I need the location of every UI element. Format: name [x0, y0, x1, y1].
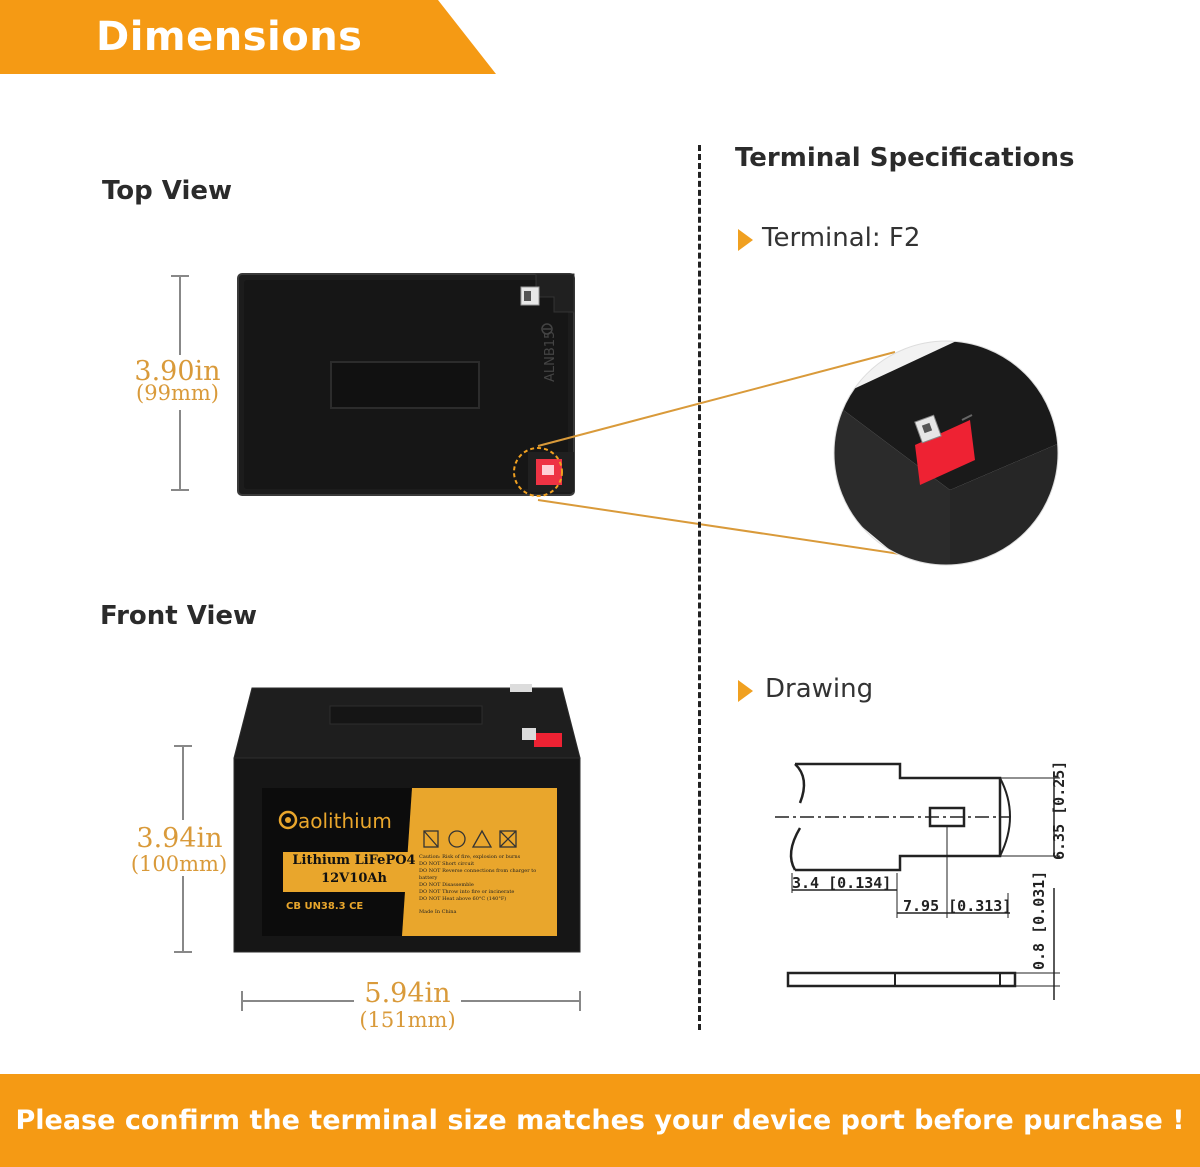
dim-offset: 3.4 [0.134] — [792, 874, 892, 892]
top-view-title: Top View — [102, 176, 233, 206]
terminal-specs-title: Terminal Specifications — [735, 143, 1075, 173]
drawing-bullet-icon — [738, 680, 753, 702]
top-height-mm: (99mm) — [136, 381, 219, 405]
svg-text:ALNB15: ALNB15 — [543, 331, 558, 382]
front-width-inches: 5.94in — [364, 978, 451, 1009]
brand-name: aolithium — [298, 809, 392, 833]
terminal-bullet-icon — [738, 229, 753, 251]
warning-line: DO NOT Throw into fire or incinerate — [419, 889, 515, 895]
certification-marks: CB UN38.3 CE — [286, 901, 364, 912]
front-width-dimension-line — [241, 991, 581, 1011]
top-height-dimension-line — [171, 275, 189, 491]
warning-line: DO NOT Disassemble — [419, 882, 474, 888]
brand-logo-icon — [278, 810, 298, 830]
drawing-title: Drawing — [765, 674, 874, 704]
battery-top-view-image: ALNB15 — [237, 273, 575, 497]
terminal-technical-drawing — [775, 762, 1060, 1000]
model-box — [283, 852, 427, 892]
front-view-title: Front View — [100, 601, 258, 631]
section-divider — [698, 145, 701, 1030]
warning-line: DO NOT Short circuit — [419, 861, 475, 867]
warning-line: DO NOT Reverse connections from charger … — [419, 868, 537, 881]
warning-text: Caution: Risk of fire, explosion or burn… — [419, 854, 549, 916]
top-height-inches: 3.90in — [134, 356, 221, 387]
front-width-mm: (151mm) — [359, 1008, 456, 1032]
dim-height: 6.35 [0.25] — [1050, 760, 1068, 860]
model-line-2: 12V10Ah — [321, 871, 387, 886]
terminal-type: Terminal: F2 — [762, 223, 921, 253]
model-line-1: Lithium LiFePO4 — [292, 853, 416, 868]
dim-hole: 7.95 [0.313] — [903, 897, 1012, 915]
terminal-zoom-callout — [537, 340, 1059, 566]
dim-thickness: 0.8 [0.031] — [1030, 870, 1048, 970]
banner-title: Dimensions — [96, 14, 363, 60]
front-height-mm: (100mm) — [130, 852, 228, 876]
warning-line: Caution: Risk of fire, explosion or burn… — [419, 854, 521, 860]
warning-symbols-icon — [423, 829, 517, 848]
warning-line: DO NOT Heat above 60°C (140°F) — [419, 896, 507, 902]
warning-line: Made In China — [419, 909, 457, 915]
front-height-inches: 3.94in — [136, 823, 223, 854]
footer-banner: Please confirm the terminal size matches… — [0, 1074, 1200, 1167]
dimensions-banner — [0, 0, 496, 74]
footer-notice: Please confirm the terminal size matches… — [15, 1105, 1185, 1136]
front-height-dimension-line — [174, 745, 192, 953]
